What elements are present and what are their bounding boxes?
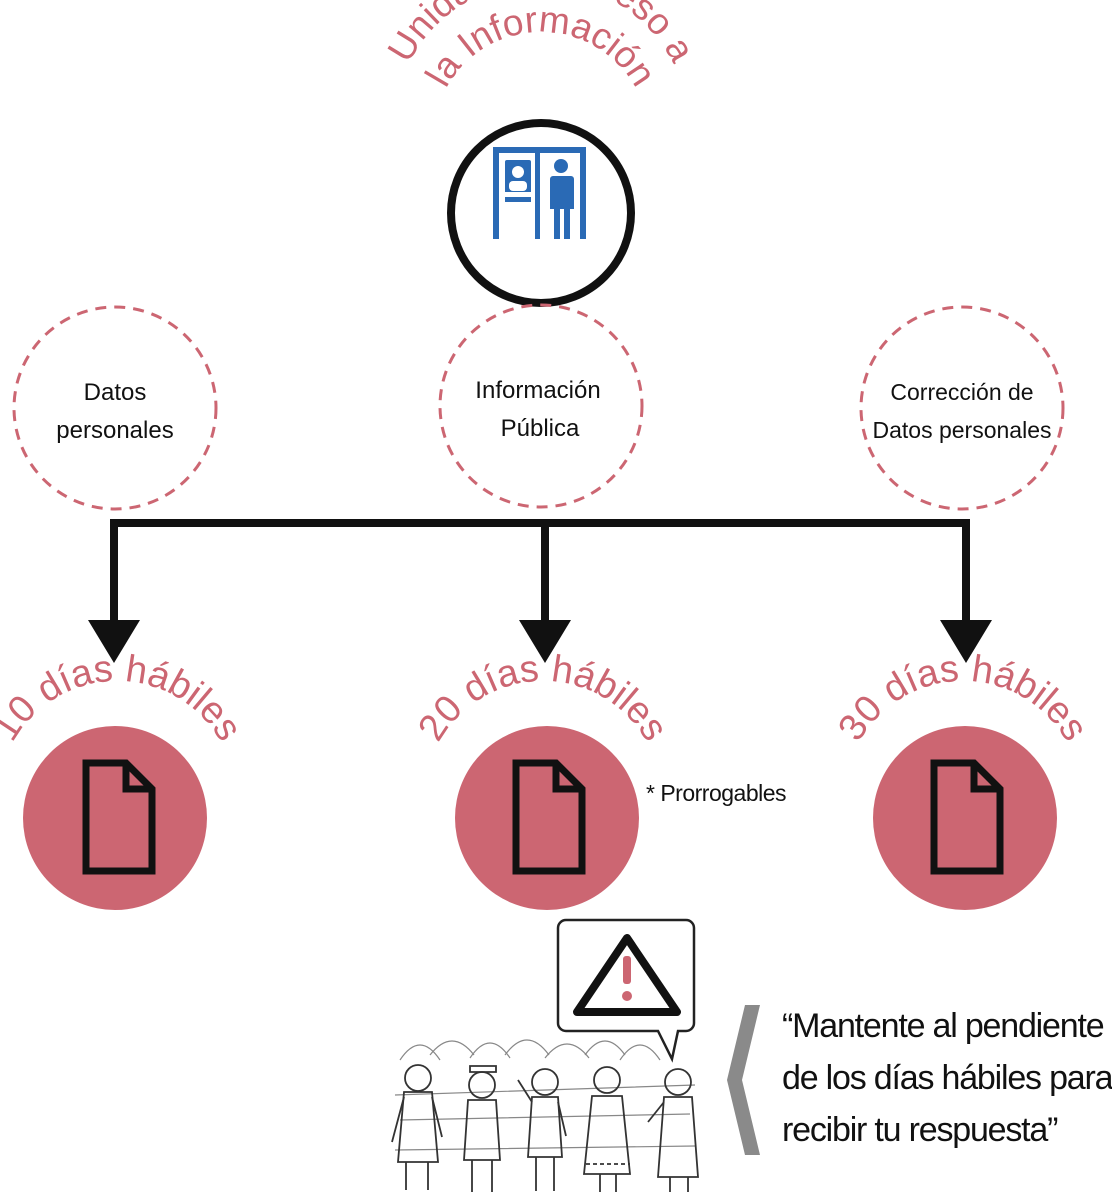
category-label-line1: Datos	[84, 379, 147, 406]
document-icon	[82, 759, 156, 875]
chevron-left-icon	[727, 1005, 760, 1155]
category-label-line2: personales	[56, 417, 173, 444]
category-label-line2: Datos personales	[873, 417, 1052, 443]
connector-lines	[110, 519, 970, 630]
deadline-circle-20	[455, 726, 639, 910]
quote-line2: de los días hábiles para	[782, 1059, 1112, 1097]
category-datos-personales: Datos personales	[12, 305, 218, 511]
deadline-circle-10	[23, 726, 207, 910]
information-office-icon	[447, 119, 635, 307]
arrow-down-icon	[940, 620, 992, 663]
warning-triangle-icon	[573, 934, 681, 1016]
category-informacion-publica: Información Pública	[438, 303, 644, 509]
prorrogables-note: * Prorrogables	[646, 780, 787, 806]
document-icon	[512, 759, 586, 875]
deadline-circle-30	[873, 726, 1057, 910]
category-label-line2: Pública	[501, 415, 580, 442]
category-label-line1: Corrección de	[890, 379, 1033, 405]
document-icon	[930, 759, 1004, 875]
quote-line1: “Mantente al pendiente	[782, 1007, 1105, 1045]
speech-bubble	[556, 918, 696, 1063]
reminder-quote: “Mantente al pendiente de los días hábil…	[782, 1000, 1112, 1156]
crowd-illustration	[391, 1039, 699, 1192]
category-label-line1: Información	[475, 377, 600, 404]
quote-line3: recibir tu respuesta”	[782, 1111, 1058, 1149]
category-correccion-datos: Corrección de Datos personales	[859, 305, 1065, 511]
arrow-down-icon	[88, 620, 140, 663]
arrow-down-icon	[519, 620, 571, 663]
